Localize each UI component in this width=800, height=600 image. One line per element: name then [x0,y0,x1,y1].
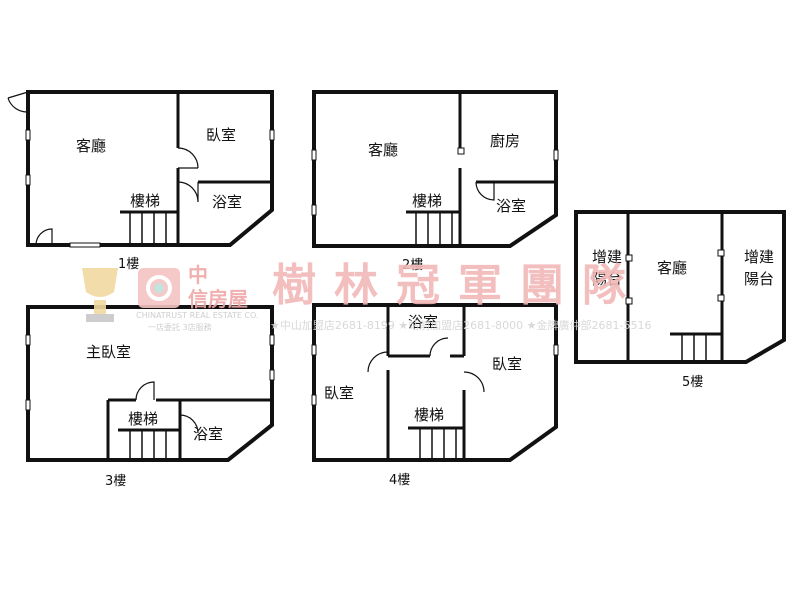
floor-4-label: 4樓 [389,473,410,488]
brand-english-name: CHINATRUST REAL ESTATE CO. [136,311,259,320]
floor-3-master-bedroom-label: 主臥室 [86,343,131,361]
floor-2-kitchen-label: 廚房 [490,132,520,150]
floor-4-bedroom-left-label: 臥室 [324,384,354,402]
floor-1-bathroom-label: 浴室 [212,193,242,211]
team-name: 樹林冠軍團隊 [272,260,644,311]
floor-4-stairs [408,426,464,460]
floor-2-stairs-label: 樓梯 [412,192,442,210]
floor-1-plan: 客廳 臥室 樓梯 浴室 1樓 [7,90,275,272]
floor-3-label: 3樓 [105,474,126,489]
floor-5-plan: 增建 陽台 客廳 增建 陽台 5樓 [574,210,786,390]
floor-2-stairs [406,210,460,246]
floor-2-label: 2樓 [402,258,423,273]
brand-name-top: 中 [188,263,208,287]
floor-3-plan: 主臥室 樓梯 浴室 3樓 [25,305,275,489]
floor-2-living-room-label: 客廳 [368,141,398,159]
floor-4-stairs-label: 樓梯 [414,406,444,424]
floor-1-stairs [120,210,178,245]
floor-5-balcony-left-label: 增建 陽台 [592,248,627,288]
floor-3-stairs [118,428,180,460]
floor-5-balcony-right-label: 增建 陽台 [744,248,779,288]
watermark: 中 信房屋 CHINATRUST REAL ESTATE CO. 一店委託 3店… [82,260,651,332]
floor-3-bathroom-label: 浴室 [193,425,223,443]
trophy-logo [82,268,118,322]
floor-5-living-room-label: 客廳 [657,259,687,277]
floor-1-label: 1樓 [118,257,139,272]
floor-1-bedroom-label: 臥室 [206,126,236,144]
floor-5-stairs [670,332,722,362]
store-phones: ★中山加盟店2681-8199 ★站前加盟店2681-8000 ★金牌廣仲部26… [270,318,651,332]
chinatrust-logo [138,268,180,308]
floor-4-plan: 浴室 臥室 臥室 樓梯 4樓 [311,303,559,488]
floor-1-stairs-label: 樓梯 [130,192,160,210]
brand-name-bottom: 信房屋 [188,287,248,311]
floor-3-stairs-label: 樓梯 [128,410,158,428]
floor-4-bedroom-right-label: 臥室 [492,355,522,373]
floor-1-living-room-label: 客廳 [76,137,106,155]
floor-5-label: 5樓 [682,375,703,390]
brand-slogan: 一店委託 3店服務 [148,322,212,332]
floor-2-bathroom-label: 浴室 [496,197,526,215]
floor-4-bathroom-label: 浴室 [408,313,438,331]
floor-2-plan: 客廳 廚房 樓梯 浴室 2樓 [311,90,559,273]
